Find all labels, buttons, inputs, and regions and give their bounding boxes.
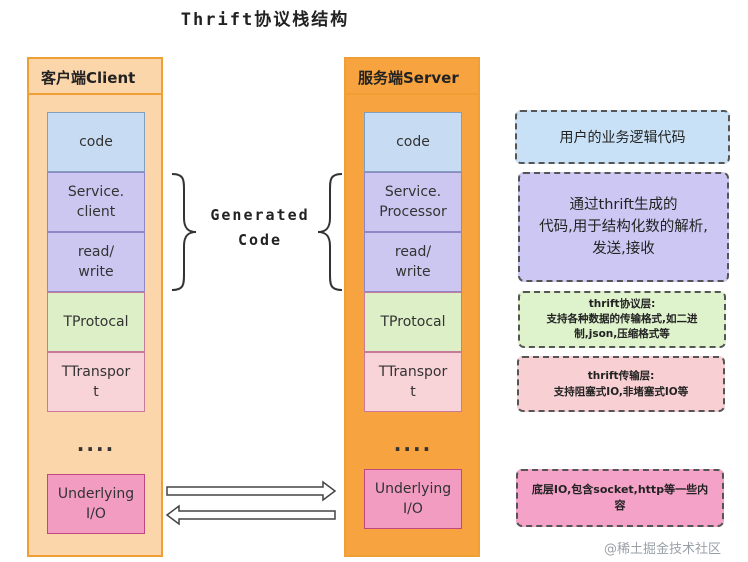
client-service-layer: Service. client: [47, 172, 145, 232]
diagram-title: Thrift协议栈结构: [180, 10, 350, 30]
client-readwrite-layer: read/ write: [47, 232, 145, 292]
note-protocol: thrift协议层: 支持各种数据的传输格式,如二进 制,json,压缩格式等: [518, 291, 726, 348]
note-io: 底层IO,包含socket,http等一些内 容: [516, 469, 724, 527]
server-transport-layer: TTranspor t: [364, 352, 462, 412]
client-protocol-layer: TProtocal: [47, 292, 145, 352]
server-header: 服务端Server: [346, 59, 478, 95]
left-brace-icon: [171, 173, 197, 291]
server-code-layer: code: [364, 112, 462, 172]
io-arrows: [165, 480, 337, 526]
server-protocol-layer: TProtocal: [364, 292, 462, 352]
server-io-layer: Underlying I/O: [364, 469, 462, 529]
server-processor-layer: Service. Processor: [364, 172, 462, 232]
server-ellipsis: ····: [393, 437, 433, 461]
right-brace-icon: [317, 173, 343, 291]
client-code-layer: code: [47, 112, 145, 172]
note-user-code: 用户的业务逻辑代码: [515, 110, 730, 164]
client-ellipsis: ····: [76, 437, 116, 461]
client-transport-layer: TTranspor t: [47, 352, 145, 412]
left-arrow-icon: [165, 504, 336, 526]
client-header: 客户端Client: [29, 59, 161, 95]
server-column: 服务端Server code Service. Processor read/ …: [344, 57, 480, 557]
note-generated-code: 通过thrift生成的 代码,用于结构化数的解析, 发送,接收: [518, 172, 729, 282]
note-transport: thrift传输层: 支持阻塞式IO,非堵塞式IO等: [517, 356, 725, 412]
client-io-layer: Underlying I/O: [47, 474, 145, 534]
generated-code-label: Generated Code: [210, 206, 310, 249]
right-arrow-icon: [166, 480, 337, 502]
server-readwrite-layer: read/ write: [364, 232, 462, 292]
client-column: 客户端Client code Service. client read/ wri…: [27, 57, 163, 557]
watermark: @稀土掘金技术社区: [604, 542, 722, 557]
